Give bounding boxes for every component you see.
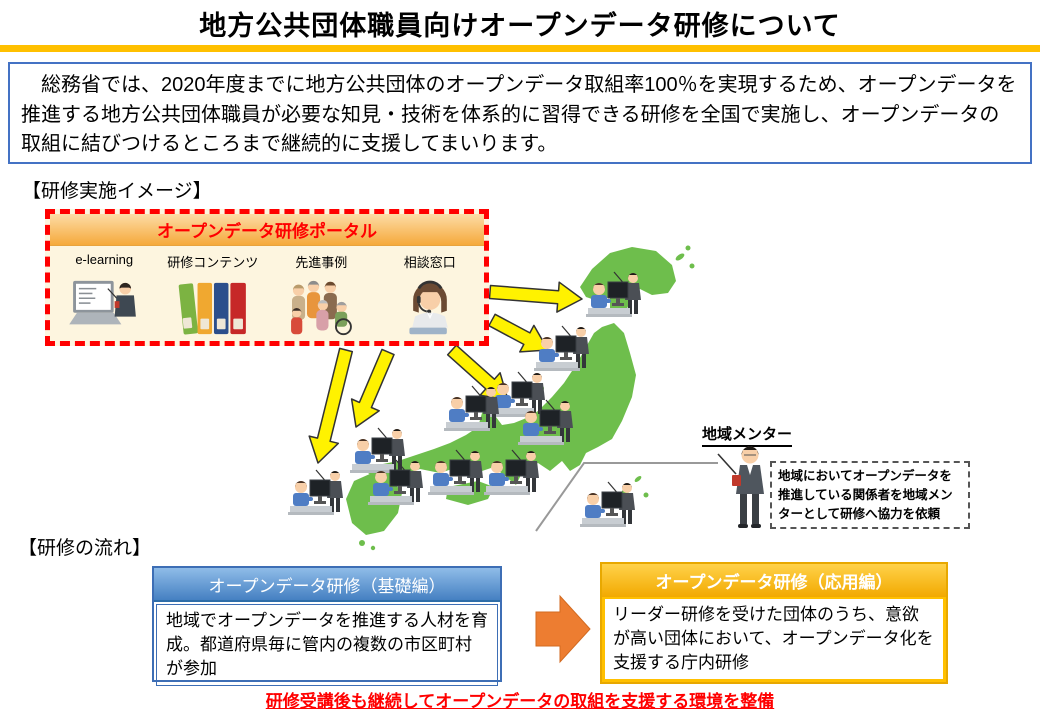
flow-arrow-icon [535,594,591,664]
portal-item-elearning: e-learning [50,246,159,342]
portal-item-cases: 先進事例 [267,246,376,342]
okinawa-inset-frame [535,462,718,532]
japan-map [308,245,718,551]
portal-item-label: 先進事例 [295,255,348,270]
flow-advanced-body: リーダー研修を受けた団体のうち、意欲が高い団体において、オープンデータ化を支援す… [605,599,943,680]
portal-item-label: 相談窓口 [403,255,456,270]
flow-box-advanced: オープンデータ研修（応用編） リーダー研修を受けた団体のうち、意欲が高い団体にお… [600,562,948,684]
portal-item-label: 研修コンテンツ [167,255,259,270]
training-cluster-icon [444,385,499,431]
mentor-note-box: 地域においてオープンデータを推進している関係者を地域メンターとして研修へ協力を依… [770,461,970,530]
dispatch-arrow [488,281,583,313]
flow-advanced-header: オープンデータ研修（応用編） [602,564,946,597]
dispatch-arrows [308,281,583,464]
page-title: 地方公共団体職員向けオープンデータ研修について [199,11,841,41]
family-icon [284,274,358,342]
flow-basic-body: 地域でオープンデータを推進する人材を育成。都道府県毎に管内の複数の市区町村が参加 [156,604,498,687]
intro-text-box: 総務省では、2020年度までに地方公共団体のオープンデータ取組率100％を実現す… [8,62,1032,164]
training-cluster-icon [580,481,635,527]
portal-title: オープンデータ研修ポータル [157,222,377,241]
books-icon [178,274,248,342]
open-data-portal-panel: オープンデータ研修ポータル e-learning [45,209,489,346]
dispatch-arrow [488,313,549,353]
mentor-person-icon [717,446,764,528]
flow-box-basic: オープンデータ研修（基礎編） 地域でオープンデータを推進する人材を育成。都道府県… [152,566,502,687]
training-cluster-icon [534,325,589,371]
training-cluster-icon [288,469,343,515]
portal-items: e-learning 研修コンテンツ [50,246,484,342]
portal-item-contents: 研修コンテンツ [159,246,268,342]
portal-header: オープンデータ研修ポータル [50,214,484,246]
portal-item-label: e-learning [75,252,134,267]
training-cluster-icon [368,459,423,505]
title-accent-bar [0,45,1040,52]
flow-basic-header: オープンデータ研修（基礎編） [154,568,500,602]
training-cluster-icon [586,271,641,317]
portal-item-helpdesk: 相談窓口 [376,246,485,342]
e-learning-icon [69,270,139,342]
training-cluster-icon [490,371,545,417]
training-cluster-icon [518,399,573,445]
training-cluster-icon [428,449,483,495]
operator-icon [399,274,461,342]
mentor-label: 地域メンター [702,423,793,447]
training-cluster-icon [484,449,539,495]
footer-support-text: 研修受講後も継続してオープンデータの取組を支援する環境を整備 [265,692,775,711]
dispatch-arrow [350,348,395,428]
dispatch-arrow [308,347,354,464]
section-label-training-flow: 【研修の流れ】 [18,538,152,559]
section-label-training-image: 【研修実施イメージ】 [22,181,212,202]
training-cluster-icon [350,427,405,473]
